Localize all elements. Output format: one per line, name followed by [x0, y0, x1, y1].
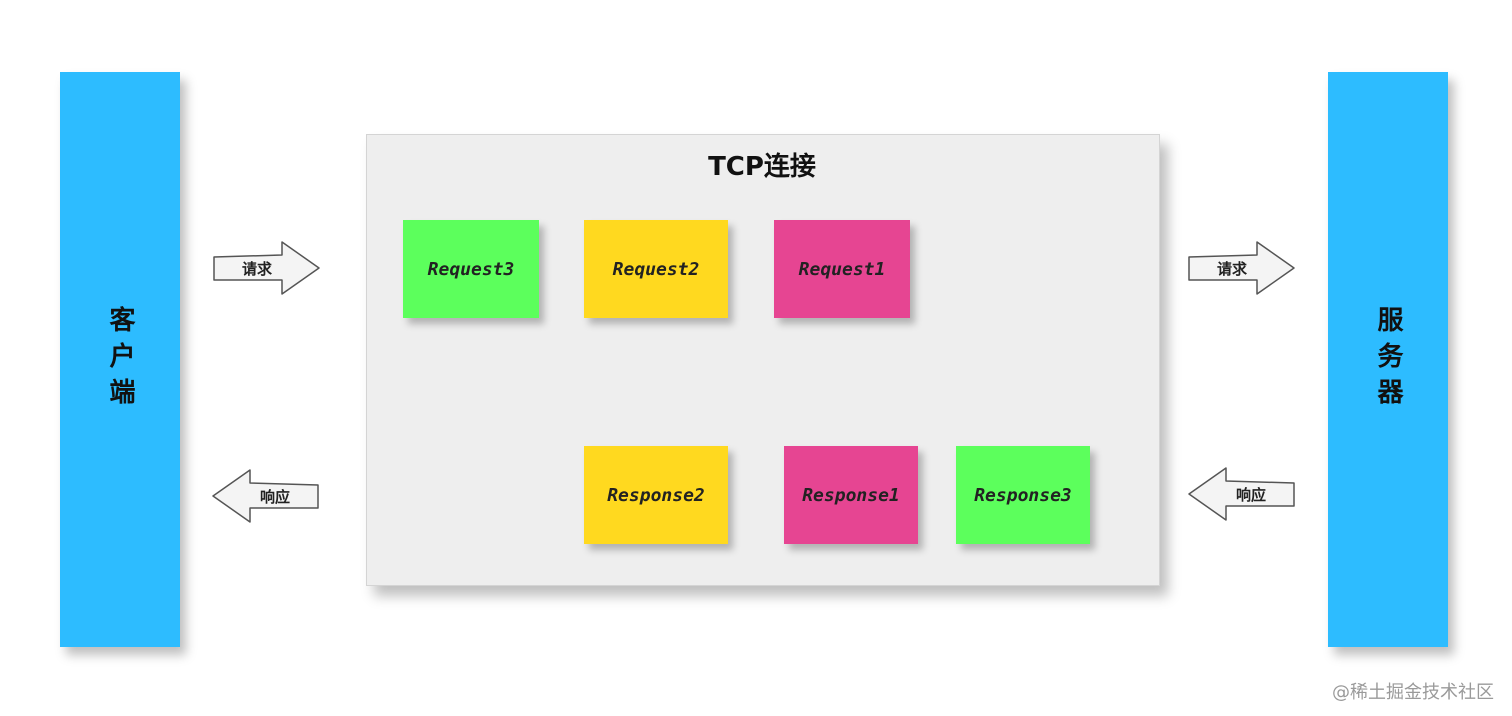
response1-note: Response1	[784, 446, 918, 544]
left-arrow-icon	[212, 469, 319, 523]
response3-note: Response3	[956, 446, 1090, 544]
request-arrow-left: 请求	[212, 240, 322, 296]
client-bar: 客户端	[60, 72, 180, 647]
watermark: @稀土掘金技术社区	[1332, 682, 1494, 703]
request-arrow-right-label: 请求	[1216, 259, 1247, 278]
server-label: 服务器	[1373, 305, 1403, 414]
response-arrow-left-label: 响应	[259, 487, 290, 506]
response-arrow-right-label: 响应	[1235, 485, 1266, 504]
response2-note: Response2	[584, 446, 728, 544]
right-arrow-icon	[1188, 241, 1295, 295]
request-arrow-right: 请求	[1187, 240, 1297, 296]
left-arrow-icon	[1188, 467, 1295, 521]
response-arrow-right: 响应	[1186, 466, 1296, 522]
request1-note: Request1	[774, 220, 910, 318]
response-arrow-left: 响应	[210, 468, 320, 524]
server-bar: 服务器	[1328, 72, 1448, 647]
request2-note: Request2	[584, 220, 728, 318]
right-arrow-icon	[213, 241, 320, 295]
request-arrow-left-label: 请求	[241, 259, 272, 278]
client-label: 客户端	[105, 305, 135, 414]
request3-note: Request3	[403, 220, 539, 318]
